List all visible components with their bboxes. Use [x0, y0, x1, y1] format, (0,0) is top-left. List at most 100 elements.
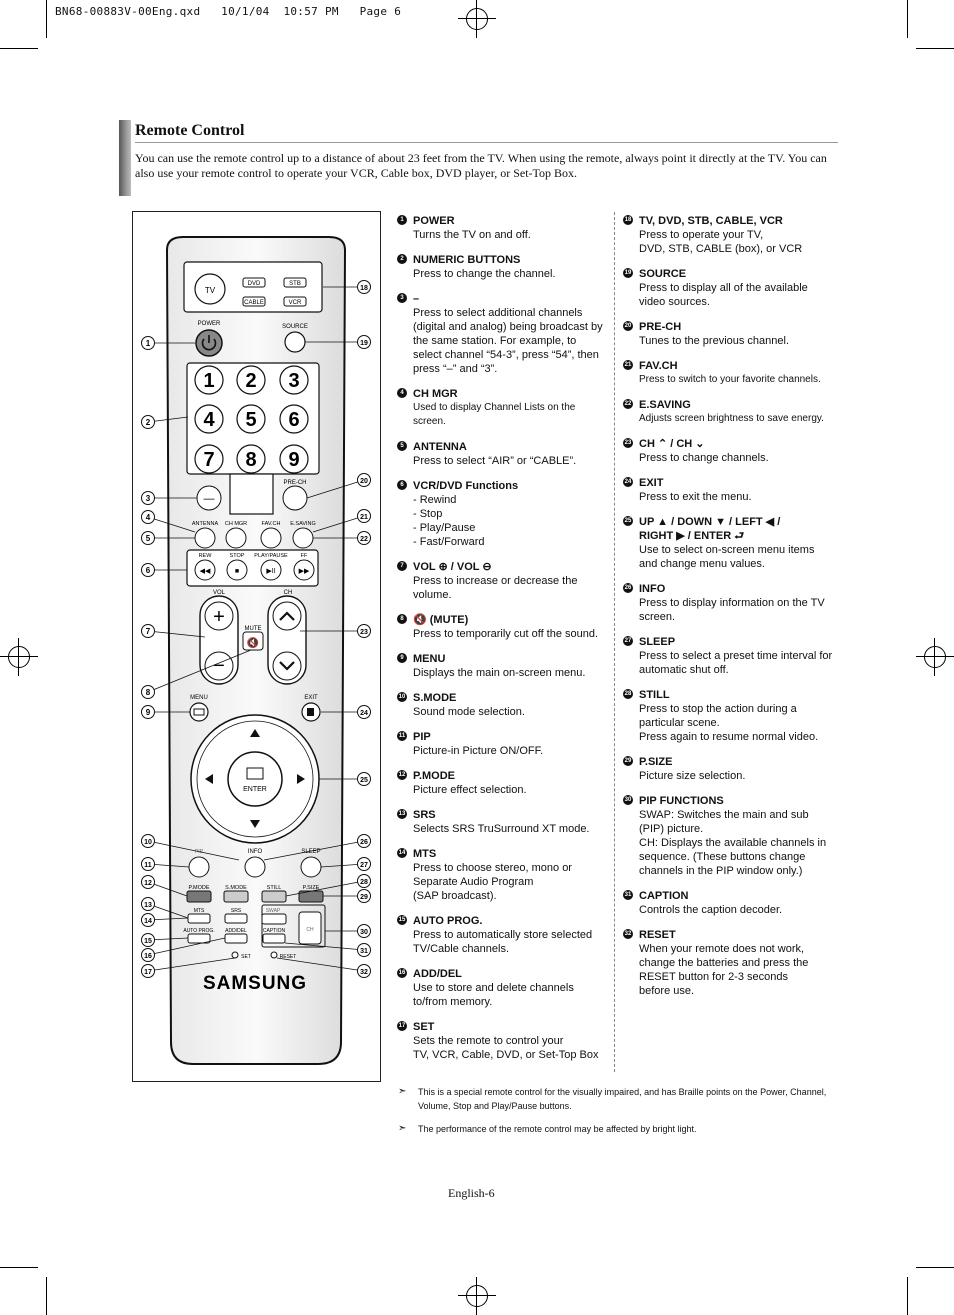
description-item: 3–Press to select additional channels (d… — [397, 292, 611, 376]
callout-marker — [141, 857, 155, 871]
callout-marker — [141, 685, 155, 699]
callout-marker — [141, 336, 155, 350]
callout-marker — [357, 705, 371, 719]
svg-text:🔇: 🔇 — [247, 636, 259, 649]
item-title: PIP — [413, 731, 431, 743]
item-number-badge: 18 — [623, 215, 633, 225]
transport-glyph-icon: ■ — [235, 568, 239, 575]
caption-label: CAPTION — [263, 928, 286, 934]
samsung-logo: SAMSUNG — [203, 973, 307, 994]
transport-button — [194, 559, 216, 581]
item-description: Press to select a preset time interval f… — [639, 650, 833, 676]
callout-number: 24 — [360, 710, 368, 717]
item-description: Tunes to the previous channel. — [639, 335, 790, 347]
callout-marker — [141, 510, 155, 524]
callout-marker — [357, 473, 371, 487]
item-number-badge: 17 — [397, 1021, 407, 1031]
callout-marker — [357, 834, 371, 848]
digit-label: 9 — [288, 449, 299, 471]
set-label: SET — [241, 954, 251, 960]
callout-marker — [357, 531, 371, 545]
callout-number: 14 — [144, 918, 152, 925]
power-label: POWER — [198, 321, 221, 327]
item-description: Used to display Channel Lists on the scr… — [413, 402, 576, 427]
transport-label: PLAY/PAUSE — [254, 553, 288, 559]
prech-label: PRE-CH — [283, 480, 306, 486]
callout-number: 3 — [146, 494, 151, 503]
transport-button — [260, 559, 282, 581]
callout-marker — [357, 280, 371, 294]
item-description: Press to choose stereo, mono or Separate… — [413, 862, 572, 902]
item-title: P.SIZE — [639, 756, 673, 768]
digit-label: 2 — [245, 370, 256, 392]
row2-button — [223, 890, 249, 903]
title-accent-bar — [119, 120, 131, 196]
item-title: NUMERIC BUTTONS — [413, 254, 521, 266]
item-title: MTS — [413, 848, 437, 860]
note-1: ➣ This is a special remote control for t… — [398, 1085, 838, 1113]
callout-leader — [306, 479, 365, 499]
item-number-badge: 22 — [623, 399, 633, 409]
transport-panel — [186, 549, 319, 587]
callout-marker — [141, 948, 155, 962]
transport-label: REW — [199, 553, 213, 559]
row1-label: CH MGR — [225, 521, 247, 527]
callout-number: 6 — [146, 566, 151, 575]
callout-marker — [141, 933, 155, 947]
row1-button — [225, 527, 247, 549]
callout-marker — [141, 964, 155, 978]
digit-label: 8 — [245, 449, 256, 471]
digit-button — [279, 444, 309, 474]
sleep-button — [300, 856, 322, 878]
item-title: FAV.CH — [639, 360, 678, 372]
row2-label: STILL — [267, 885, 282, 891]
callout-marker — [141, 705, 155, 719]
enter-label: ENTER — [243, 786, 267, 793]
cable-button-label: CABLE — [244, 300, 264, 306]
callout-number: 10 — [144, 839, 152, 846]
item-description: Selects SRS TruSurround XT mode. — [413, 823, 590, 835]
item-title: – — [413, 293, 420, 305]
row1-label: E.SAVING — [290, 521, 316, 527]
item-number-badge: 12 — [397, 770, 407, 780]
item-number-badge: 29 — [623, 756, 633, 766]
callout-number: 17 — [144, 969, 152, 976]
callout-marker — [141, 897, 155, 911]
menu-label: MENU — [190, 695, 208, 701]
callout-marker — [141, 563, 155, 577]
item-number-badge: 13 — [397, 809, 407, 819]
sleep-label: SLEEP — [301, 849, 320, 855]
item-description: Press to automatically store selected TV… — [413, 929, 593, 955]
item-title: RESET — [639, 929, 676, 941]
item-title: ANTENNA — [413, 441, 467, 453]
callout-number: 22 — [360, 536, 368, 543]
item-title: CH ⌃ / CH ⌄ — [639, 438, 705, 450]
callout-number: 29 — [360, 894, 368, 901]
callout-number: 8 — [146, 688, 151, 697]
callout-number: 5 — [146, 534, 151, 543]
crop-mark — [46, 1277, 47, 1315]
digit-button — [194, 365, 224, 395]
item-description: Press to change channels. — [639, 452, 769, 464]
item-number-badge: 11 — [397, 731, 407, 741]
callout-numbers: 1234567891011121314151617181920212223242… — [141, 280, 371, 978]
item-title: E.SAVING — [639, 399, 691, 411]
callout-number: 31 — [360, 948, 368, 955]
item-title: CH MGR — [413, 388, 458, 400]
